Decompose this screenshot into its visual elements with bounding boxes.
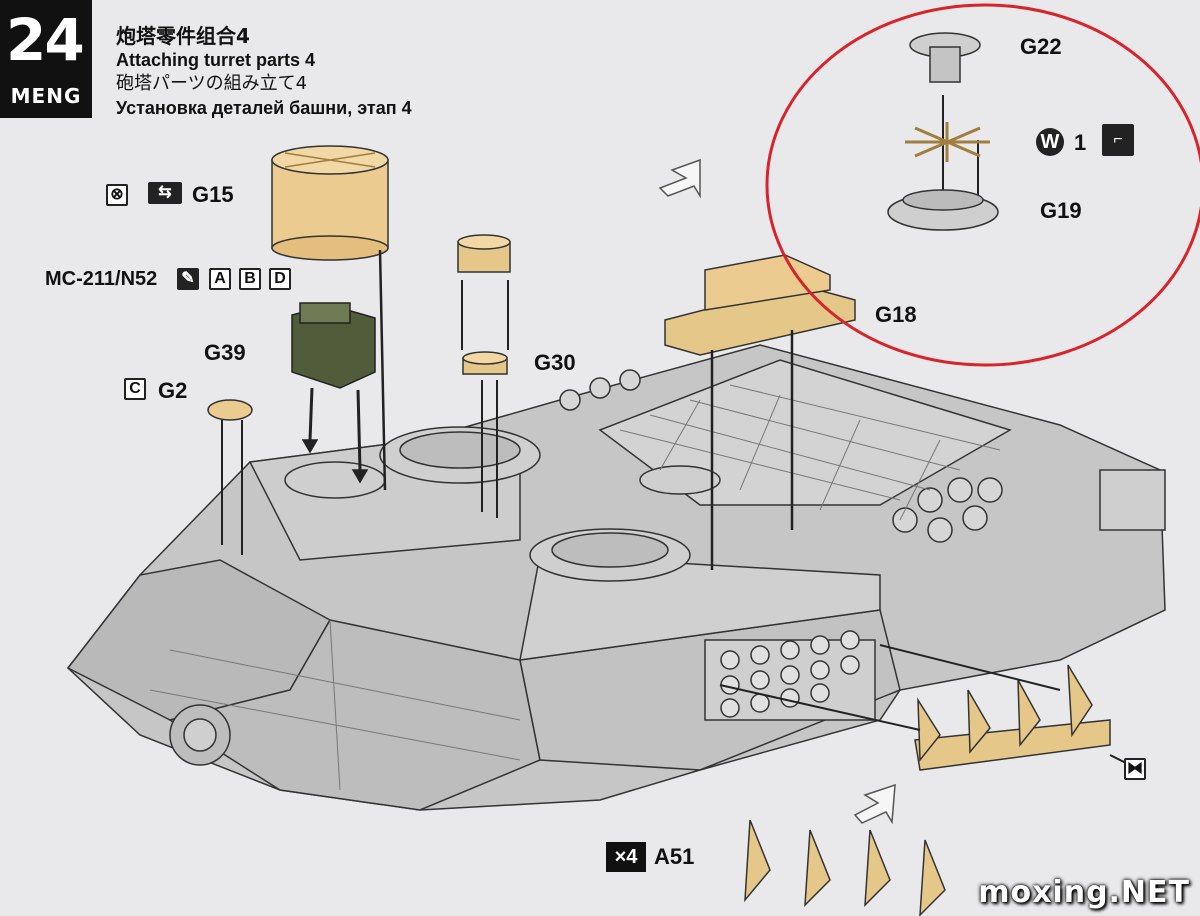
- label-g15: G15: [192, 182, 234, 207]
- turret-panel-lines: [149, 384, 1001, 791]
- brand-logo: MENG: [10, 84, 82, 108]
- turret-body: [66, 344, 1166, 811]
- label-g22: G22: [1020, 34, 1062, 59]
- cement-icon: ⧓: [1124, 758, 1146, 780]
- part-g15-drawing: [271, 145, 389, 491]
- title-russian: Установка деталей башни, этап 4: [116, 98, 412, 118]
- hollow-arrows: [658, 158, 896, 825]
- paint-code: MC-211/N52: [45, 268, 158, 290]
- paintbrush-icon: ✎: [177, 268, 199, 290]
- title-english: Attaching turret parts 4: [116, 50, 316, 70]
- part-g39-drawing: [291, 302, 376, 484]
- part-g22-g19-drawing: [887, 32, 999, 231]
- paint-marker-c: C: [124, 378, 146, 400]
- label-g19: G19: [1040, 198, 1082, 223]
- part-g30-drawing: [457, 234, 511, 518]
- part-g18-drawing: [664, 254, 856, 570]
- site-watermark: moxing.NET: [978, 875, 1190, 910]
- label-g30: G30: [534, 350, 576, 375]
- title-chinese: 炮塔零件组合4: [116, 24, 250, 48]
- part-a51-rack-drawing: [744, 664, 1111, 916]
- paint-marker-d: D: [269, 268, 291, 290]
- callout-highlight-ellipse: [765, 3, 1200, 367]
- step-number-box: 24 MENG: [0, 0, 92, 118]
- label-g2: G2: [158, 378, 188, 403]
- label-g39: G39: [204, 340, 246, 365]
- bending-tool-icon: ⌐: [1102, 124, 1134, 156]
- label-a51: A51: [654, 844, 695, 869]
- movable-part-icon: ⇆: [148, 182, 182, 204]
- paint-marker-b: B: [239, 268, 261, 290]
- step-number: 24: [6, 6, 85, 74]
- label-g18: G18: [875, 302, 917, 327]
- step-titles: 炮塔零件组合4 Attaching turret parts 4 砲塔パーツの組…: [116, 24, 412, 120]
- do-not-glue-icon: ⊗: [106, 184, 128, 206]
- photoetch-marker: W: [1036, 128, 1064, 156]
- quantity-badge: ×4: [606, 842, 646, 872]
- part-g2-drawing: [207, 399, 253, 555]
- photoetch-number: 1: [1074, 130, 1087, 155]
- paint-marker-a: A: [209, 268, 231, 290]
- title-japanese: 砲塔パーツの組み立て4: [116, 73, 308, 94]
